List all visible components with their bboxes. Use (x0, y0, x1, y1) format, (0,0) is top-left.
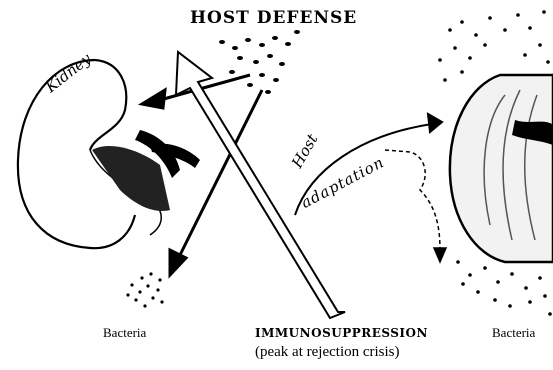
rejection-note: (peak at rejection crisis) (255, 344, 400, 361)
bacteria-left-label: Bacteria (103, 325, 146, 341)
host-defense-particles (219, 30, 300, 94)
immunosuppression-label: IMMUNOSUPPRESSION (255, 326, 428, 340)
bacteria-cluster-left (126, 272, 163, 307)
bacteria-cluster-right-top (438, 10, 550, 82)
bacteria-cluster-right-bottom (456, 260, 552, 316)
host-defense-label: HOST DEFENSE (190, 8, 357, 28)
bacteria-right-label: Bacteria (492, 325, 535, 341)
bacteria-path-arrow (385, 150, 446, 262)
left-kidney-hilum (92, 130, 200, 211)
right-kidney (450, 75, 553, 262)
